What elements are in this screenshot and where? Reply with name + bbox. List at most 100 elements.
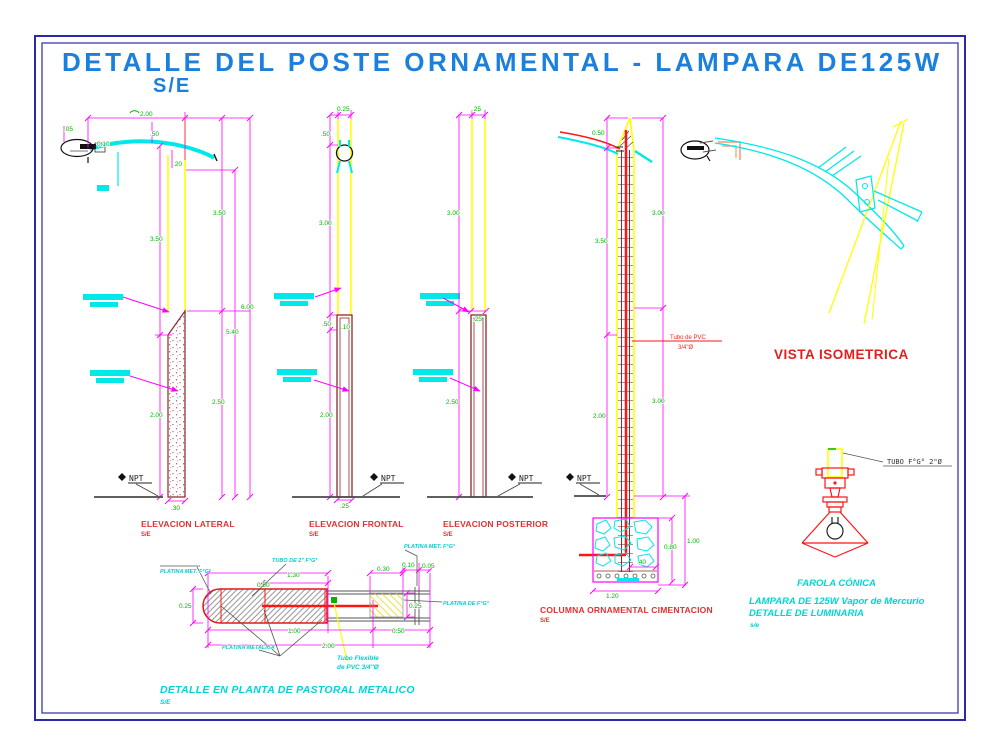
- luminaria-farola: [801, 467, 869, 558]
- dim-c-pole: 3.50: [595, 238, 608, 245]
- foundation-rebar-dots: [596, 573, 656, 579]
- dim-base-left: 2.00: [150, 412, 163, 419]
- dim-p-pole-width: .25: [472, 106, 481, 113]
- dim-f-pole-width: 0.25: [337, 106, 350, 113]
- dim-f-joint: .50: [322, 321, 331, 328]
- pastoral-green-fitting: [331, 597, 337, 603]
- cimentacion-pvc-pipe: [579, 130, 628, 557]
- label-tubo: TUBO DE 2" F°G°: [272, 558, 318, 564]
- dim-pole-right: 3.50: [213, 210, 226, 217]
- pastoral-view-scale: S/E: [160, 699, 171, 706]
- dim-pole-left: 3.50: [150, 236, 163, 243]
- dim-c-rebar: .40: [637, 559, 646, 566]
- foundation-rubble-stones: [594, 518, 655, 568]
- dim-c-found-depth: 1.00: [687, 538, 700, 545]
- pastoral-dim-lines: [192, 563, 431, 648]
- luminaria-tube: [827, 448, 843, 478]
- label-platina-top-left: PLATINA MET. F°G°: [160, 569, 212, 575]
- lateral-view-title: ELEVACION LATERAL: [141, 519, 235, 529]
- view-cimentacion: 0.50 3.50 3.00 2.00 3.00 1.00 0.80 .40 1…: [540, 114, 722, 624]
- isometrica-view-title: VISTA ISOMETRICA: [774, 347, 909, 362]
- dim-arm-height: 5.40: [226, 329, 239, 336]
- label-flexible-1: Tubo Flexible: [337, 655, 379, 662]
- luminaria-bulb-icon: [826, 517, 844, 540]
- dim-f-base-width: .25: [340, 503, 349, 510]
- posterior-base: [470, 314, 487, 498]
- posterior-leader-2: [449, 377, 481, 392]
- dim-total-height: 6.00: [241, 304, 254, 311]
- pvc-pipe-callout: Tubo de PVC 3/4"Ø: [632, 335, 722, 352]
- view-elevacion-lateral: 2.00 .50 .05 0.10 .20 3.50 3.50 5.40 6.0…: [60, 110, 255, 538]
- iso-bracket-plate: [817, 146, 923, 223]
- label-platina-top-right: PLATINA MET. F°G°: [404, 544, 456, 550]
- dim-c-found-inner: 0.80: [664, 544, 677, 551]
- npt-label: NPT: [129, 474, 144, 483]
- cimentacion-foundation: [592, 517, 659, 583]
- frontal-npt-marker: NPT: [362, 473, 404, 497]
- pastoral-leader-lines: [160, 549, 443, 657]
- luminaria-callout: TUBO F°G° 2"Ø: [842, 452, 952, 467]
- drawing-title: DETALLE DEL POSTE ORNAMENTAL - LAMPARA D…: [62, 47, 943, 97]
- luminaria-name: FAROLA CÓNICA: [797, 577, 876, 589]
- dim-arm-tube: 0.10: [97, 141, 110, 148]
- dim-f-base-height: 2.00: [320, 412, 333, 419]
- posterior-section-symbols: [413, 293, 460, 382]
- label-platina-right: PLATINA DE F°G°: [443, 601, 490, 607]
- lateral-view-scale: S/E: [141, 532, 151, 538]
- foundation-solado: [617, 578, 639, 582]
- dim-p-pole-height: 3.00: [447, 210, 460, 217]
- frontal-view-title: ELEVACION FRONTAL: [309, 519, 404, 529]
- pastoral-yellow-leader: [333, 602, 348, 662]
- cimentacion-dim-lines: [593, 117, 690, 592]
- dim-pl-width-right: 0.25: [409, 603, 422, 610]
- npt-label: NPT: [381, 474, 396, 483]
- pastoral-view-title: DETALLE EN PLANTA DE PASTORAL METALICO: [160, 684, 415, 696]
- pvc-label-line1: Tubo de PVC: [670, 335, 706, 341]
- npt-label: NPT: [577, 474, 592, 483]
- dim-c-found-width: 1.20: [606, 593, 619, 600]
- frontal-leader-2: [313, 379, 350, 392]
- label-flexible-2: de PVC 3/4"Ø: [337, 664, 380, 671]
- pastoral-anchor-plate: [369, 592, 404, 618]
- npt-label: NPT: [519, 474, 534, 483]
- dim-p-joint: .25: [473, 316, 482, 323]
- dim-pl-gap: 0.10: [402, 562, 415, 569]
- posterior-npt-marker: NPT: [497, 473, 542, 497]
- cimentacion-view-scale: S/E: [540, 618, 550, 624]
- dim-c-upper-right: 3.00: [652, 210, 665, 217]
- dim-p-base-height: 2.50: [446, 399, 459, 406]
- lateral-leader-2: [129, 375, 179, 392]
- view-elevacion-frontal: 0.25 .50 3.00 .50 .10 2.00 .25 NPT ELEVA…: [274, 105, 404, 538]
- radius-arc-symbol: [129, 110, 140, 114]
- frontal-view-scale: S/E: [309, 532, 319, 538]
- dim-pl-pipe-length: 1.00: [288, 628, 301, 635]
- sheet-border: [34, 35, 966, 721]
- iso-pole: [828, 118, 909, 325]
- label-platina-bottom: PLATINA METALICA: [222, 645, 275, 651]
- frontal-pole: [337, 119, 352, 315]
- dim-radius: 2.00: [140, 111, 153, 118]
- lateral-leader-1: [122, 296, 170, 313]
- dim-pl-end: 0.05: [422, 563, 435, 570]
- tube-callout-label: TUBO F°G° 2"Ø: [887, 458, 943, 466]
- dim-arm-drop: .50: [150, 131, 159, 138]
- page-title: DETALLE DEL POSTE ORNAMENTAL - LAMPARA D…: [62, 47, 943, 77]
- dim-f-joint-inner: .10: [341, 324, 350, 331]
- dim-base-width: .30: [171, 505, 180, 512]
- page-title-scale: S/E: [153, 75, 191, 97]
- luminaria-desc2: DETALLE DE LUMINARIA: [749, 608, 864, 619]
- dim-f-pole-height: 3.00: [319, 220, 332, 227]
- posterior-view-title: ELEVACION POSTERIOR: [443, 519, 548, 529]
- dim-pl-tube-length: 1.30: [287, 572, 300, 579]
- cimentacion-arm: [557, 131, 653, 164]
- dim-pl-width-left: 0.25: [179, 603, 192, 610]
- luminaria-desc1: LAMPARA DE 125W Vapor de Mercurio: [749, 596, 925, 607]
- frontal-leader-1: [314, 287, 342, 298]
- posterior-pole: [471, 119, 486, 311]
- view-elevacion-posterior: .25 3.00 .25 2.50 NPT ELEVACION POSTERIO…: [413, 105, 548, 538]
- dim-bracket: .20: [173, 161, 182, 168]
- lateral-section-symbols: [83, 294, 130, 383]
- pastoral-dim-ticks: [189, 566, 434, 649]
